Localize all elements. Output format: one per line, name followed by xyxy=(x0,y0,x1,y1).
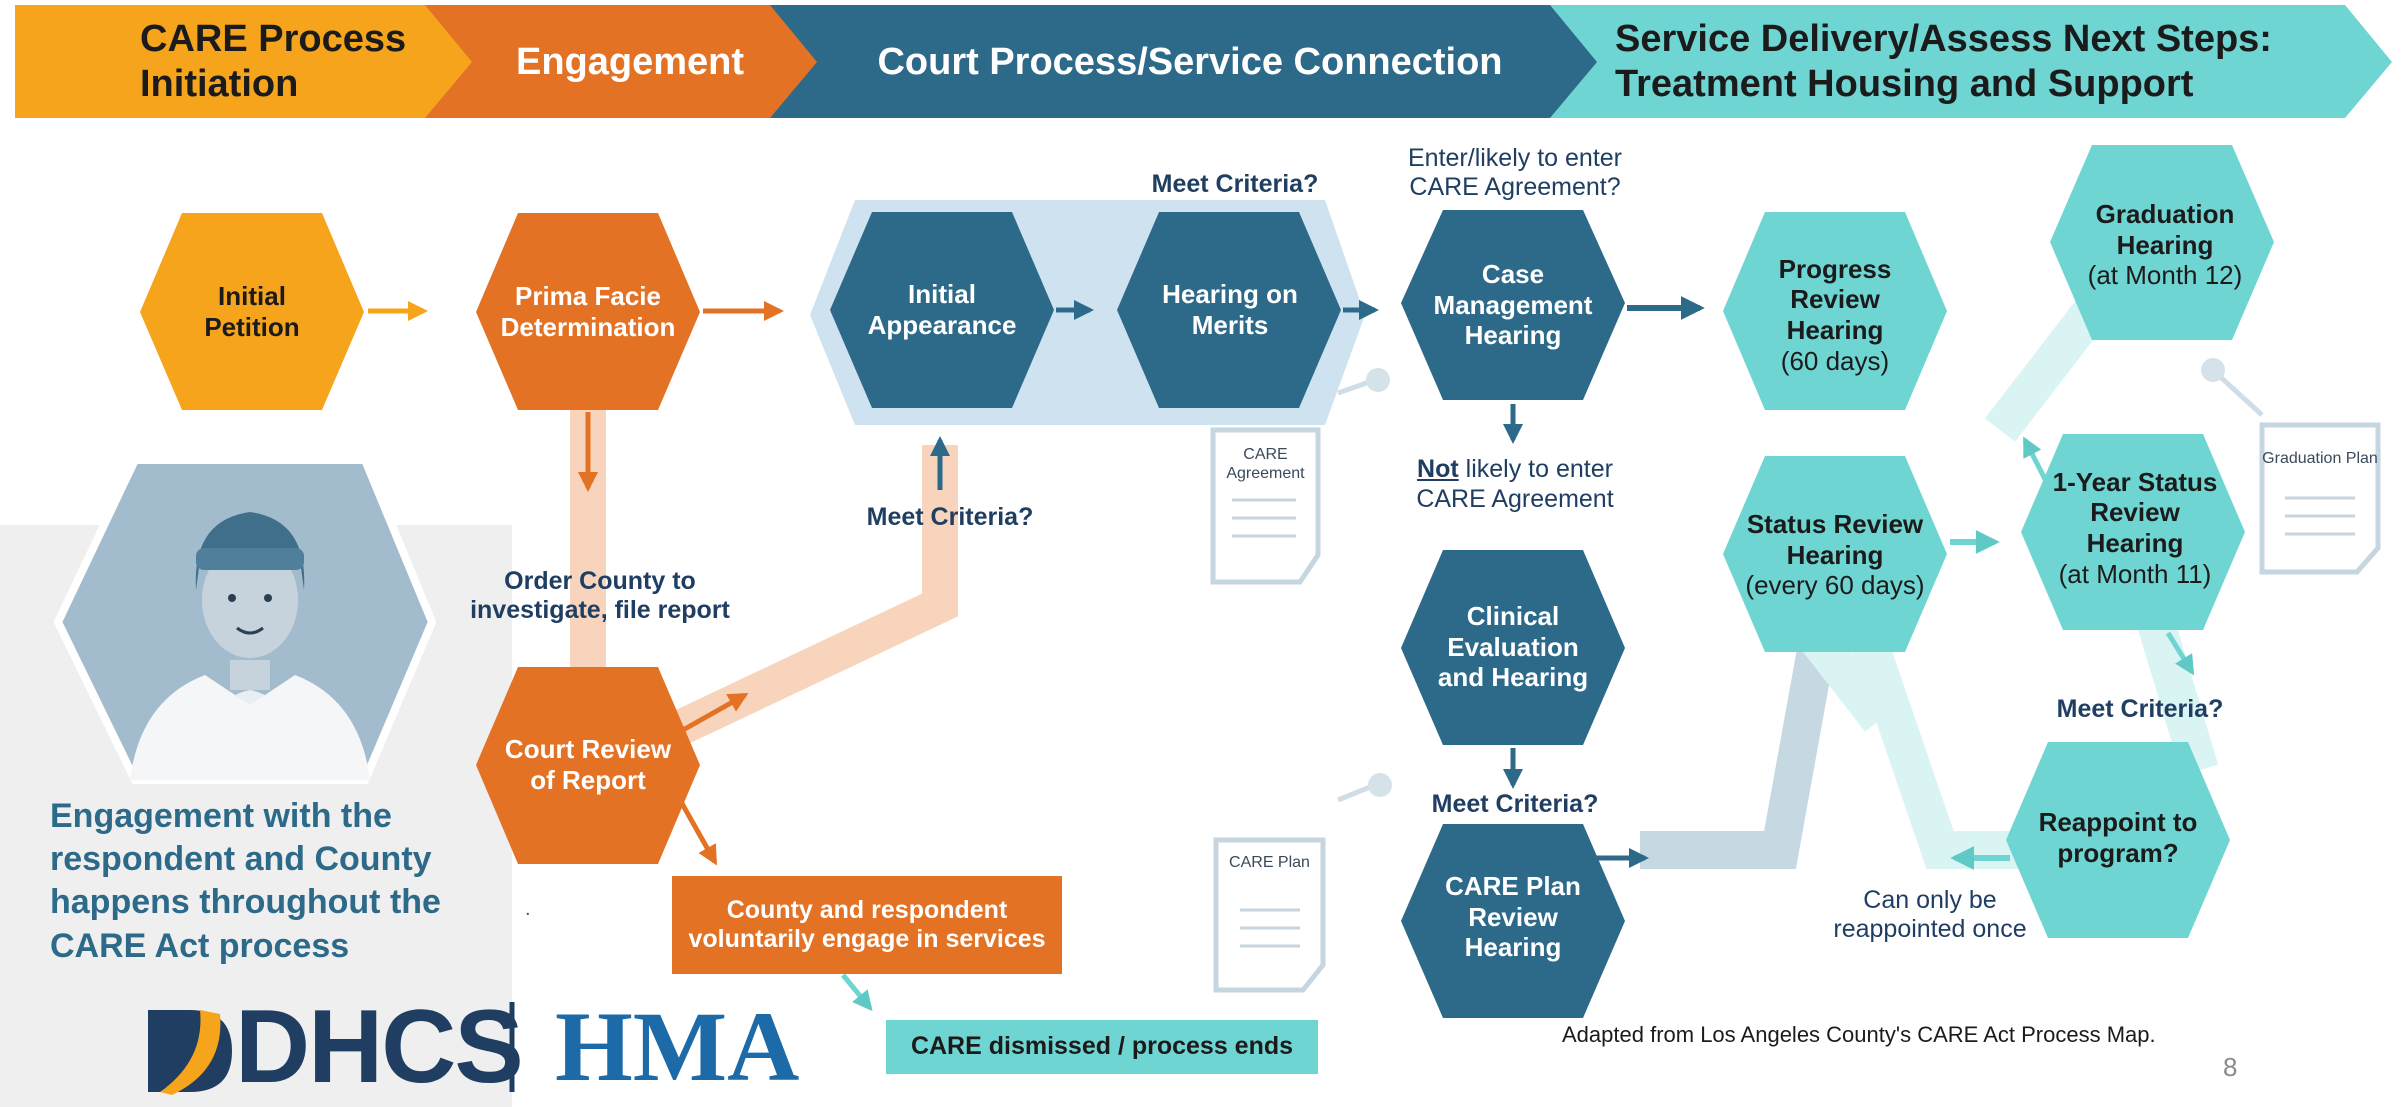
hex-clinical-eval xyxy=(1401,550,1625,745)
care-plan-document-icon xyxy=(1213,773,1392,993)
header-service-delivery: Service Delivery/Assess Next Steps: Trea… xyxy=(1615,18,2272,105)
hex-reappoint xyxy=(2006,742,2230,938)
dhcs-logo-text: DHCS xyxy=(235,989,524,1105)
hex-hearing-merits xyxy=(1117,212,1341,408)
arrow-court-review-up xyxy=(681,692,749,733)
status-review-label: Status Review Hearing (every 60 days) xyxy=(1730,505,1940,605)
progress-review-label: Progress Review Hearing (60 days) xyxy=(1745,253,1925,376)
hearing-merits-label: Hearing on Merits xyxy=(1162,279,1298,340)
header-engagement: Engagement xyxy=(515,40,745,83)
county-voluntary-text: County and respondent voluntarily engage… xyxy=(688,895,1046,954)
engagement-note: Engagement with the respondent and Count… xyxy=(50,797,441,965)
header-initiation: CARE Process Initiation xyxy=(140,18,407,105)
reappoint-label: Reappoint to program? xyxy=(2038,807,2198,868)
hex-court-review xyxy=(476,667,700,864)
hex-initial-petition xyxy=(140,213,364,410)
not-likely-rest: likely to enter CARE Agreement xyxy=(1416,455,1614,513)
hex-one-year xyxy=(2021,434,2245,630)
hex-prima-facie xyxy=(476,213,700,410)
one-year-label: 1-Year Status Review Hearing (at Month 1… xyxy=(2035,458,2235,598)
status-review-sub: (every 60 days) xyxy=(1745,570,1925,601)
one-year-title: 1-Year Status Review Hearing xyxy=(2052,466,2218,558)
care-agreement-document-icon xyxy=(1210,368,1390,585)
page-number: 8 xyxy=(2223,1052,2238,1082)
progress-review-sub: (60 days) xyxy=(1780,345,1890,376)
dismissed-text: CARE dismissed / process ends xyxy=(910,1032,1294,1061)
care-plan-doc-label: CARE Plan xyxy=(1229,853,1310,871)
meet-criteria-right-label: Meet Criteria? xyxy=(2056,695,2224,724)
hex-case-management xyxy=(1401,210,1625,400)
graduation-sub: (at Month 12) xyxy=(2087,260,2243,291)
initial-petition-label: Initial Petition xyxy=(204,281,300,342)
progress-review-title: Progress Review Hearing xyxy=(1778,253,1892,345)
meet-criteria-clinical-label: Meet Criteria? xyxy=(1431,790,1599,819)
not-emphasis: Not xyxy=(1417,455,1459,483)
graduation-label: Graduation Hearing (at Month 12) xyxy=(2065,190,2265,300)
court-review-label: Court Review of Report xyxy=(504,734,672,795)
dismissed-box xyxy=(886,1020,1318,1074)
meet-criteria-mid-label: Meet Criteria? xyxy=(866,503,1034,532)
header-segment-initiation xyxy=(15,5,477,118)
care-plan-review-label: CARE Plan Review Hearing xyxy=(1445,870,1581,963)
hma-logo-text: HMA xyxy=(555,991,800,1102)
arrow-court-review-down xyxy=(677,798,718,866)
hex-graduation xyxy=(2050,145,2274,340)
header-segment-engagement xyxy=(425,5,822,118)
enter-agreement-label: Enter/likely to enter CARE Agreement? xyxy=(1408,143,1622,202)
header-segment-court xyxy=(770,5,1602,118)
clinical-eval-label: Clinical Evaluation and Hearing xyxy=(1437,600,1589,693)
header-segment-service xyxy=(1550,5,2392,118)
stray-dot: . xyxy=(525,898,531,920)
county-voluntary-box xyxy=(672,876,1062,974)
adapted-from-note: Adapted from Los Angeles County's CARE A… xyxy=(1562,1022,2156,1047)
arrow-county-to-dismissed xyxy=(841,973,873,1012)
hex-care-plan-review xyxy=(1401,824,1625,1018)
meet-criteria-top-label: Meet Criteria? xyxy=(1151,170,1319,199)
case-management-label: Case Management Hearing xyxy=(1433,258,1593,351)
initial-appearance-label: Initial Appearance xyxy=(867,279,1017,340)
person-illustration xyxy=(130,512,370,780)
hex-progress-review xyxy=(1723,212,1947,410)
header-court-process: Court Process/Service Connection xyxy=(877,40,1503,83)
care-agreement-doc-label: CARE Agreement xyxy=(1226,446,1305,482)
one-year-sub: (at Month 11) xyxy=(2058,558,2212,589)
graduation-plan-document-icon xyxy=(2201,358,2381,575)
status-review-title: Status Review Hearing xyxy=(1746,508,1924,570)
arrow-one-year-up xyxy=(2022,436,2051,487)
prima-facie-label: Prima Facie Determination xyxy=(500,281,676,342)
not-likely-label: Not likely to enter CARE Agreement xyxy=(1395,455,1635,525)
graduation-plan-doc-label: Graduation Plan xyxy=(2262,449,2378,467)
can-only-reappointed-label: Can only be reappointed once xyxy=(1833,885,2027,944)
graduation-title: Graduation Hearing xyxy=(2095,198,2235,260)
arrow-one-year-down xyxy=(2165,631,2195,676)
order-county-label: Order County to investigate, file report xyxy=(470,566,730,625)
hex-status-review xyxy=(1723,456,1947,652)
hex-initial-appearance xyxy=(830,212,1054,408)
dhcs-logo-mark xyxy=(148,1010,232,1095)
